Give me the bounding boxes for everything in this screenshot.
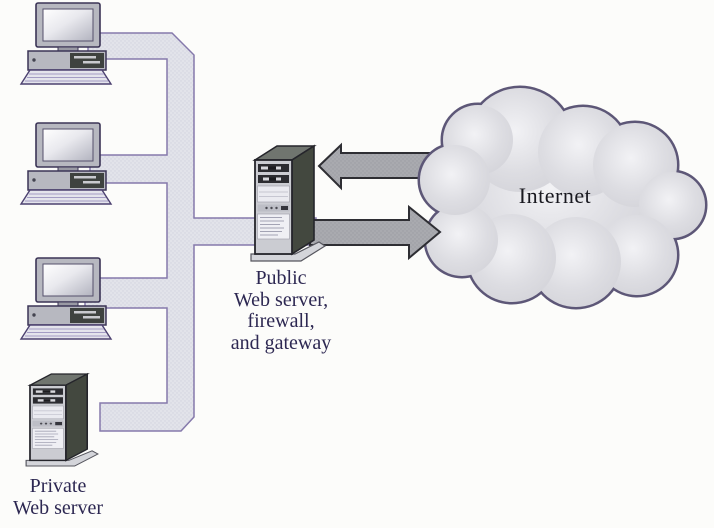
workstation-2: [20, 122, 112, 205]
public-server-label: Public Web server, firewall, and gateway: [230, 267, 332, 354]
private-web-server-tower: [25, 373, 99, 467]
arrow-server-to-internet: [309, 204, 442, 261]
internet-label: Internet: [518, 183, 592, 208]
workstation-3: [20, 257, 112, 340]
private-server-label: Private Web server: [12, 475, 103, 519]
internet-cloud: [417, 85, 708, 310]
workstation-1: [20, 2, 112, 85]
